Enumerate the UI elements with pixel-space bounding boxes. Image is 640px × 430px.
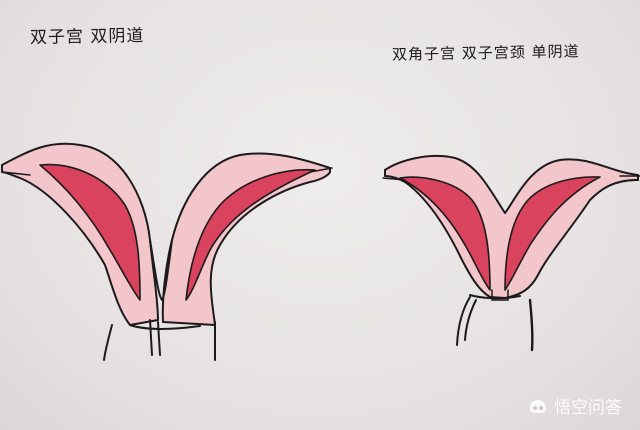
right-bicornuate-uterus-diagram	[382, 154, 640, 352]
left-double-uterus-diagram	[1, 142, 333, 361]
watermark-text: 悟空问答	[554, 398, 622, 418]
watermark: 悟空问答	[527, 393, 622, 418]
wukong-logo-icon	[530, 399, 546, 413]
